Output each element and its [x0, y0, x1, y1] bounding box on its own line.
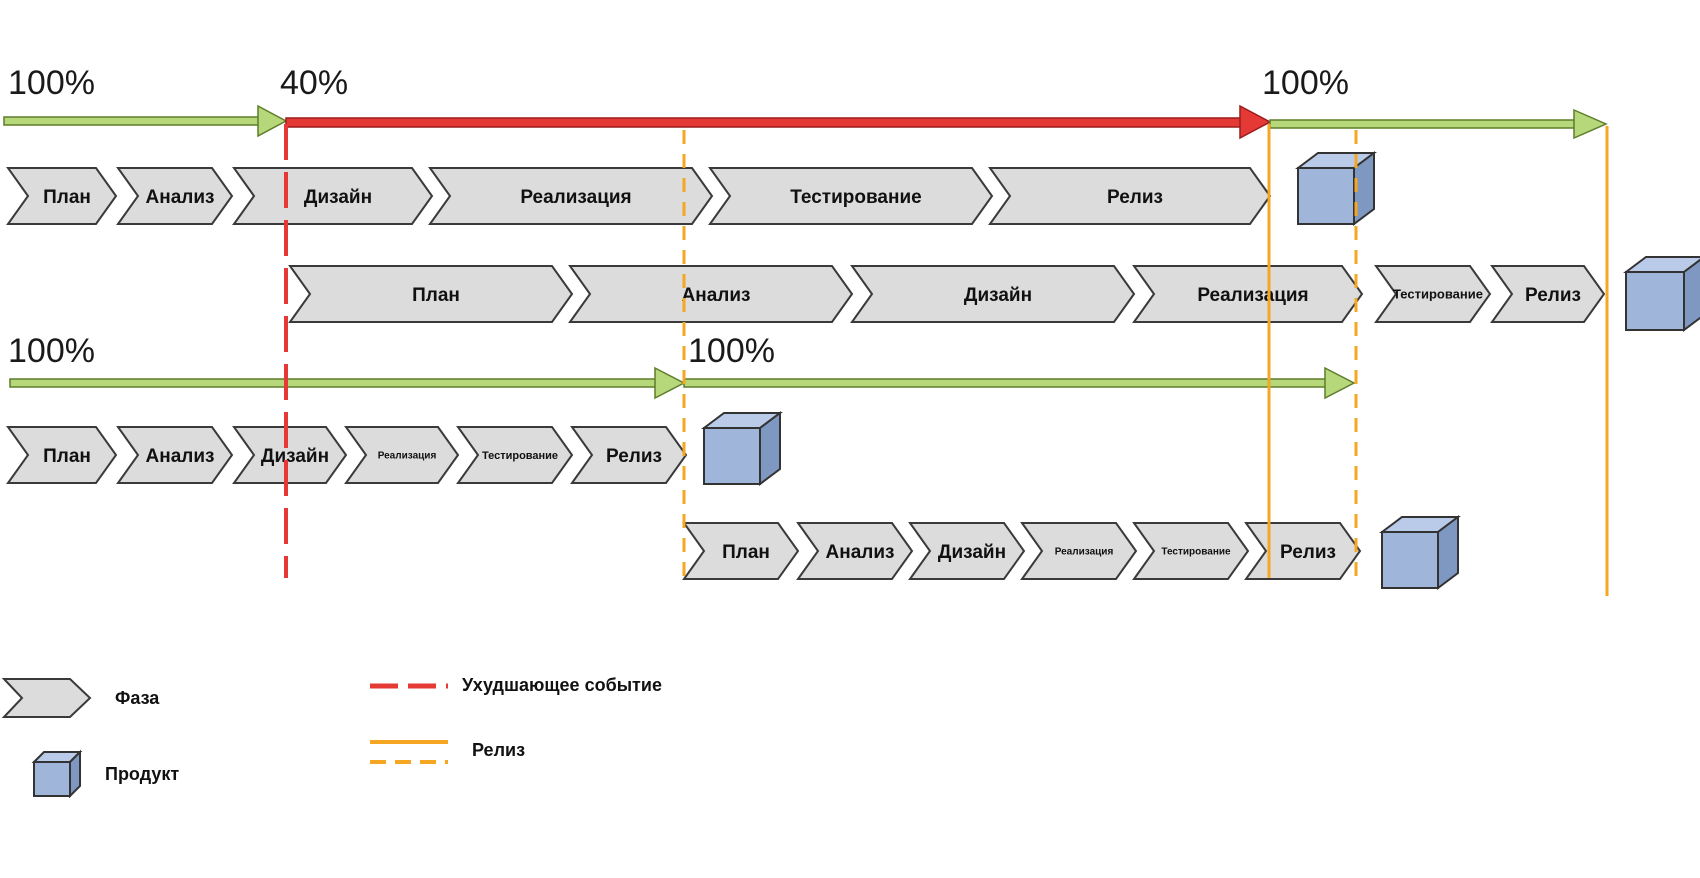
arrow-green-4 — [683, 366, 1356, 400]
phase-implementation-row2: Реализация — [1132, 265, 1364, 323]
arrow-green-2 — [1269, 108, 1608, 140]
phase-design-row4: Дизайн — [908, 522, 1026, 580]
phase-design-row2: Дизайн — [850, 265, 1136, 323]
chevron-icon — [988, 167, 1272, 225]
products — [701, 151, 1700, 590]
cube-icon — [1379, 515, 1461, 590]
phase-analysis-row2: Анализ — [568, 265, 854, 323]
phase-testing-row1: Тестирование — [708, 167, 994, 225]
percent-label-4: 100% — [8, 332, 95, 370]
phase-label: Дизайн — [304, 187, 372, 208]
phase-implementation-row3: Реализация — [344, 426, 460, 484]
chevron-icon — [1244, 522, 1362, 580]
cube-icon — [1295, 151, 1377, 226]
phase-plan-row2: План — [288, 265, 574, 323]
chevron-icon — [1020, 522, 1138, 580]
chevron-icon — [116, 426, 234, 484]
chevron-icon — [850, 265, 1136, 323]
phase-label: Тестирование — [790, 187, 921, 208]
phase-testing-row2: Тестирование — [1374, 265, 1492, 323]
phase-analysis-row4: Анализ — [796, 522, 914, 580]
chevron-icon — [1490, 265, 1606, 323]
phase-label: Тестирование — [1393, 287, 1483, 302]
chevron-icon — [568, 265, 854, 323]
chevron-icon — [682, 522, 800, 580]
phase-testing-row4: Тестирование — [1132, 522, 1250, 580]
phase-label: Тестирование — [482, 450, 558, 462]
arrow-green-3 — [9, 366, 686, 400]
chevron-icon — [570, 426, 688, 484]
phase-label: Реализация — [520, 187, 631, 208]
legend-product-label: Продукт — [105, 764, 179, 784]
percent-label-5: 100% — [688, 332, 775, 370]
chevron-icon — [6, 426, 118, 484]
phase-label: Анализ — [146, 446, 215, 467]
phase-plan-row3: План — [6, 426, 118, 484]
phase-release-row3: Релиз — [570, 426, 688, 484]
phase-implementation-row1: Реализация — [428, 167, 714, 225]
cube-icon — [1623, 256, 1700, 332]
chevron-icon — [708, 167, 994, 225]
phase-label: Анализ — [682, 285, 751, 306]
phase-plan-row4: План — [682, 522, 800, 580]
phase-label: Анализ — [146, 187, 215, 208]
legend-phase-label: Фаза — [115, 688, 160, 708]
arrow-red — [285, 104, 1272, 140]
chevron-icon — [1374, 265, 1492, 323]
legend-degrading-event-label: Ухудшающее событие — [462, 675, 662, 695]
chevron-icon — [796, 522, 914, 580]
legend-release-label: Релиз — [472, 740, 525, 760]
chevron-icon — [1132, 265, 1364, 323]
phase-label: Дизайн — [938, 542, 1006, 563]
phase-plan-row1: План — [6, 167, 118, 225]
phase-release-row1: Релиз — [988, 167, 1272, 225]
phase-release-row4: Релиз — [1244, 522, 1362, 580]
legend-chevron-icon — [1, 678, 92, 718]
chevron-icon — [232, 167, 434, 225]
phase-label: План — [43, 446, 91, 467]
phase-testing-row3: Тестирование — [456, 426, 574, 484]
phase-design-row1: Дизайн — [232, 167, 434, 225]
arrow-green-1 — [3, 104, 288, 138]
phase-label: Дизайн — [261, 446, 329, 467]
percent-label-1: 100% — [8, 64, 95, 102]
phase-label: Анализ — [826, 542, 895, 563]
phase-label: План — [43, 187, 91, 208]
chevron-icon — [344, 426, 460, 484]
phase-label: Дизайн — [964, 285, 1032, 306]
phase-analysis-row3: Анализ — [116, 426, 234, 484]
cube-icon — [701, 411, 783, 486]
phase-label: Реализация — [1055, 547, 1114, 558]
phase-label: Релиз — [1525, 285, 1581, 306]
chevron-icon — [428, 167, 714, 225]
phase-implementation-row4: Реализация — [1020, 522, 1138, 580]
phase-label: Тестирование — [1161, 547, 1231, 558]
phase-label: Реализация — [1197, 285, 1308, 306]
percent-label-3: 100% — [1262, 64, 1349, 102]
chevron-icon — [116, 167, 234, 225]
chevron-icon — [908, 522, 1026, 580]
legend: Фаза Продукт Ухудшающее событие Релиз — [1, 675, 662, 799]
percent-label-2: 40% — [280, 64, 348, 102]
chevron-icon — [456, 426, 574, 484]
phase-label: План — [722, 542, 770, 563]
phase-label: Релиз — [1107, 187, 1163, 208]
phase-label: План — [412, 285, 460, 306]
legend-cube-icon — [31, 749, 83, 799]
phase-release-row2: Релиз — [1490, 265, 1606, 323]
phase-design-row3: Дизайн — [232, 426, 348, 484]
phase-label: Релиз — [606, 446, 662, 467]
phase-label: Реализация — [378, 451, 437, 462]
chevron-icon — [232, 426, 348, 484]
phase-analysis-row1: Анализ — [116, 167, 234, 225]
phase-label: Релиз — [1280, 542, 1336, 563]
chevron-icon — [6, 167, 118, 225]
chevron-icon — [288, 265, 574, 323]
chevron-icon — [1132, 522, 1250, 580]
